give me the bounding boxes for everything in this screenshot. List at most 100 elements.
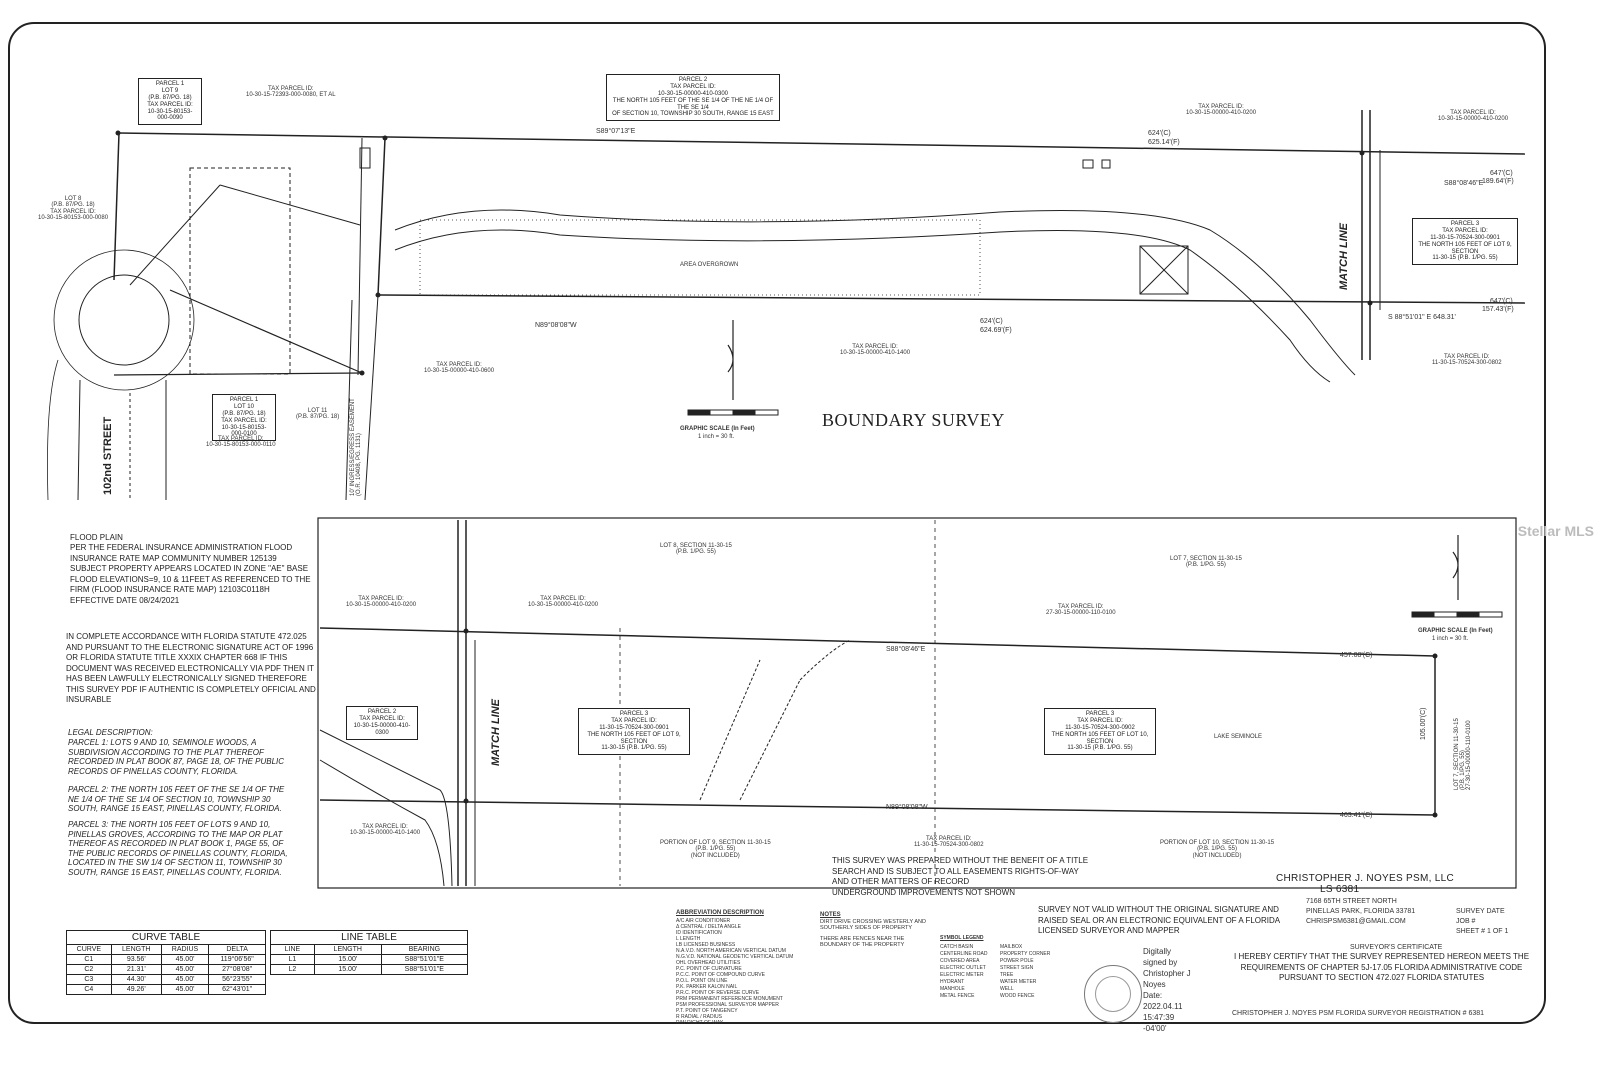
inset-north-line	[319, 627, 1436, 657]
line-table-header: BEARING	[380, 944, 469, 955]
abbreviation-item: P.O.L. POINT ON LINE	[676, 978, 728, 984]
distance-647f-bottom: 157.43'(F)	[1482, 306, 1514, 313]
legend-item: POWER POLE	[1000, 958, 1034, 964]
table-cell: 93.56'	[110, 954, 162, 965]
abbreviation-item: PSM PROFESSIONAL SURVEYOR MAPPER	[676, 1002, 779, 1008]
table-cell: S88°51'01"E	[380, 954, 469, 965]
inset-tax-parcel-e: TAX PARCEL ID: 11-30-15-70524-300-0802	[914, 836, 984, 849]
legend-item: TREE	[1000, 972, 1014, 978]
abbreviation-item: P.C. POINT OF CURVATURE	[676, 966, 742, 972]
abbreviation-item: R RADIAL / RADIUS	[676, 1014, 722, 1020]
certificate-body: I HEREBY CERTIFY THAT THE SURVEY REPRESE…	[1234, 952, 1530, 982]
match-line-label-top: MATCH LINE	[1338, 222, 1350, 290]
tax-parcel-top-left: TAX PARCEL ID: 10-30-15-72393-000-0080, …	[246, 86, 336, 99]
abbreviation-item: LB LICENSED BUSINESS	[676, 942, 736, 948]
bearing-mid: N89°08'08"W	[535, 322, 577, 329]
notes-body: DIRT DRIVE CROSSING WESTERLY AND SOUTHER…	[820, 919, 926, 949]
table-cell: C3	[66, 974, 112, 985]
bearing-top: S89°07'13"E	[596, 128, 636, 135]
legal-description-parcel3: PARCEL 3: THE NORTH 105 FEET OF LOTS 9 A…	[68, 820, 288, 877]
legend-item: ELECTRIC METER	[940, 972, 984, 978]
legend-item: STREET SIGN	[1000, 965, 1034, 971]
lot11-label: LOT 11 (P.B. 87/PG. 18)	[296, 408, 340, 421]
bearing-right-top: S88°08'46"E	[1444, 180, 1484, 187]
lake-label: LAKE SEMINOLE	[1214, 734, 1263, 740]
table-cell: C1	[66, 954, 112, 965]
curve-table-title: CURVE TABLE	[66, 930, 266, 945]
top-plan	[47, 110, 1526, 501]
distance-647c-bottom: 647'(C)	[1490, 298, 1513, 305]
table-cell: 45.00'	[160, 984, 210, 995]
validity-note: SURVEY NOT VALID WITHOUT THE ORIGINAL SI…	[1038, 905, 1281, 935]
distance-624c-bottom: 624'(C)	[980, 318, 1003, 325]
match-line-label-bottom: MATCH LINE	[490, 698, 502, 766]
legend-item: MAILBOX	[1000, 944, 1023, 950]
tax-parcel-bottom-mid: TAX PARCEL ID: 10-30-15-00000-410-0600	[424, 362, 495, 375]
abbreviation-item: PRM PERMANENT REFERENCE MONUMENT	[676, 996, 783, 1002]
parcel-west-line	[377, 137, 386, 296]
certificate-signature-line: CHRISTOPHER J. NOYES PSM FLORIDA SURVEYO…	[1232, 1010, 1485, 1017]
abbreviation-item: N.G.V.D. NATIONAL GEODETIC VERTICAL DATU…	[676, 954, 794, 960]
table-cell: 62°43'01"	[208, 984, 266, 995]
inset-parcel3-box: PARCEL 3 TAX PARCEL ID: 11-30-15-70524-3…	[578, 708, 690, 756]
table-cell: 15.00'	[313, 954, 382, 965]
table-cell: C4	[66, 984, 112, 995]
north-boundary-line	[117, 132, 1526, 155]
graphic-scale-ratio-bottom: 1 inch = 30 ft.	[1432, 636, 1469, 642]
table-cell: 27°08'08"	[208, 964, 266, 975]
bottom-plan	[319, 520, 1503, 887]
table-cell: 45.00'	[160, 974, 210, 985]
table-cell: C2	[66, 964, 112, 975]
lot7-right-label: LOT 7, SECTION 11-30-15 (P.B. 1/PG. 55) …	[1454, 718, 1472, 790]
legend-item: WATER METER	[1000, 979, 1037, 985]
legend-item: CATCH BASIN	[940, 944, 974, 950]
graphic-scale-label-top: GRAPHIC SCALE (In Feet)	[680, 426, 755, 432]
table-cell: 21.31'	[110, 964, 162, 975]
company-license: LS 6381	[1320, 884, 1360, 895]
statute-note: IN COMPLETE ACCORDANCE WITH FLORIDA STAT…	[66, 632, 316, 704]
surveyor-seal	[1084, 965, 1142, 1023]
certificate-heading: SURVEYOR'S CERTIFICATE	[1350, 944, 1443, 951]
inset-distance-bottom: 463.41'(C)	[1340, 812, 1373, 819]
tax-parcel-right-low: TAX PARCEL ID: 11-30-15-70524-300-0802	[1432, 354, 1502, 367]
inset-tax-parcel-a: TAX PARCEL ID: 10-30-15-00000-410-0200	[346, 596, 417, 609]
parcel1-lot9-box: PARCEL 1 LOT 9 (P.B. 87/PG. 18) TAX PARC…	[138, 78, 202, 126]
abbreviation-item: OHL OVERHEAD UTILITIES	[676, 960, 741, 966]
drawing-title: BOUNDARY SURVEY	[822, 410, 1005, 430]
table-cell: 44.30'	[110, 974, 162, 985]
legend-item: WOOD FENCE	[1000, 993, 1035, 999]
legend-item: ELECTRIC OUTLET	[940, 965, 986, 971]
abbreviation-item: R/W RIGHT OF WAY	[676, 1020, 724, 1026]
distance-624f-top: 625.14'(F)	[1148, 139, 1180, 146]
job-number-label: JOB #	[1456, 918, 1476, 925]
survey-date-label: SURVEY DATE	[1456, 908, 1505, 915]
abbreviations-list: A/C AIR CONDITIONER Δ CENTRAL / DELTA AN…	[676, 918, 793, 1026]
distance-624c-top: 624'(C)	[1148, 130, 1171, 137]
abbreviation-item: P.R.C. POINT OF REVERSE CURVE	[676, 990, 760, 996]
match-line-inset-frame	[317, 517, 1517, 889]
abbreviation-item: Δ CENTRAL / DELTA ANGLE	[676, 924, 741, 930]
table-cell: L2	[270, 964, 315, 975]
legend-item: CENTERLINE ROAD	[940, 951, 988, 957]
abbreviation-item: ID IDENTIFICATION	[676, 930, 722, 936]
table-cell: 45.00'	[160, 954, 210, 965]
legal-description-heading: LEGAL DESCRIPTION:	[68, 728, 153, 737]
symbol-legend-heading: SYMBOL LEGEND	[940, 935, 984, 941]
curve-table: CURVE TABLE CURVE LENGTH RADIUS DELTA C1…	[66, 930, 266, 995]
table-cell: 45.00'	[160, 964, 210, 975]
abbreviation-item: P.T. POINT OF TANGENCY	[676, 1008, 738, 1014]
lot7-section-label: LOT 7, SECTION 11-30-15 (P.B. 1/PG. 55)	[1170, 556, 1242, 569]
table-cell: S88°51'01"E	[380, 964, 469, 975]
line-table-title: LINE TABLE	[270, 930, 468, 945]
legend-item: WELL	[1000, 986, 1014, 992]
parcel3-right-box: PARCEL 3 TAX PARCEL ID: 11-30-15-70524-3…	[1412, 218, 1518, 266]
inset-tax-parcel-b: TAX PARCEL ID: 10-30-15-00000-410-0200	[528, 596, 599, 609]
legend-item: MANHOLE	[940, 986, 965, 992]
distance-624f-bottom: 624.69'(F)	[980, 327, 1012, 334]
inset-tax-parcel-d: TAX PARCEL ID: 10-30-15-00000-410-1400	[350, 824, 421, 837]
inset-parcel3b-box: PARCEL 3 TAX PARCEL ID: 11-30-15-70524-3…	[1044, 708, 1156, 756]
abbreviation-item: N.A.V.D. NORTH AMERICAN VERTICAL DATUM	[676, 948, 786, 954]
